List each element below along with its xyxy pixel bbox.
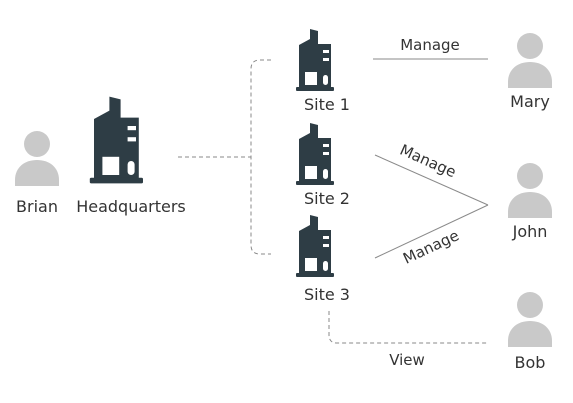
connectors — [178, 58, 489, 344]
person-label: John — [512, 222, 548, 241]
person-icon — [508, 33, 552, 88]
building-icon — [296, 215, 334, 277]
building-label: Site 1 — [304, 95, 350, 114]
edge-label-john-site3: Manage — [400, 226, 462, 267]
person-icon — [15, 131, 59, 186]
person-mary: Mary — [508, 33, 552, 111]
person-label: Brian — [16, 197, 58, 216]
edge-label-mary-site1: Manage — [400, 36, 460, 54]
person-john: John — [508, 163, 552, 241]
edge-bob-site3 — [328, 311, 488, 344]
building-site-2: Site 2 — [296, 123, 350, 208]
building-label: Site 2 — [304, 189, 350, 208]
person-bob: Bob — [508, 292, 552, 372]
building-icon — [296, 123, 334, 185]
edge-john-site2 — [374, 154, 489, 206]
person-icon — [508, 292, 552, 347]
person-label: Bob — [515, 353, 546, 372]
person-brian: Brian — [15, 131, 59, 216]
edge-label-john-site2: Manage — [397, 141, 459, 182]
sites-bracket — [250, 59, 271, 255]
building-headquarters: Headquarters — [76, 96, 186, 216]
edge-john-site3 — [374, 204, 489, 259]
building-site-1: Site 1 — [296, 29, 350, 114]
person-icon — [508, 163, 552, 218]
building-site-3: Site 3 — [296, 215, 350, 304]
building-label: Site 3 — [304, 285, 350, 304]
building-icon — [296, 29, 334, 91]
building-icon — [89, 96, 143, 184]
building-label: Headquarters — [76, 197, 186, 216]
edge-label-bob-site3: View — [389, 351, 425, 369]
person-label: Mary — [510, 92, 550, 111]
